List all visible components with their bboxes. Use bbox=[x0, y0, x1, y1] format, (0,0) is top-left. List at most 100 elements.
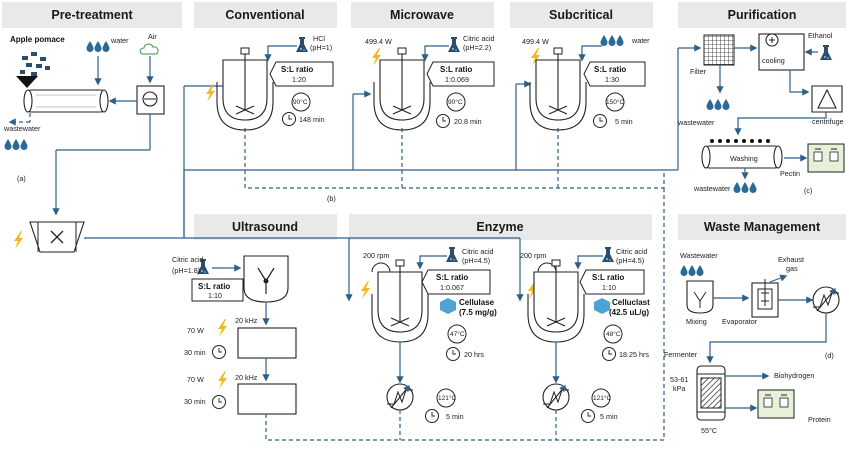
svg-text:70 W: 70 W bbox=[187, 375, 204, 384]
sonication-unit-1 bbox=[237, 327, 297, 359]
apple-pomace-icon bbox=[16, 52, 50, 88]
pectin-product-icon bbox=[807, 143, 845, 173]
svg-text:S:L ratio: S:L ratio bbox=[281, 65, 313, 74]
svg-text:(pH=2.2): (pH=2.2) bbox=[463, 43, 491, 52]
temperature-gauge bbox=[447, 324, 467, 344]
svg-text:Evaporator: Evaporator bbox=[722, 317, 758, 326]
centrifuge bbox=[811, 85, 843, 113]
svg-text:HCl: HCl bbox=[313, 34, 325, 43]
air-blower bbox=[136, 85, 165, 115]
svg-text:5 min: 5 min bbox=[600, 412, 618, 421]
svg-text:5 min: 5 min bbox=[446, 412, 464, 421]
clock-icon bbox=[445, 346, 461, 362]
svg-text:(7.5 mg/g): (7.5 mg/g) bbox=[459, 308, 497, 317]
air-cloud-icon bbox=[139, 43, 159, 55]
svg-text:Citric acid: Citric acid bbox=[462, 247, 494, 256]
svg-text:1:0.067: 1:0.067 bbox=[440, 283, 464, 292]
svg-text:Cellulase: Cellulase bbox=[459, 298, 495, 307]
protein-product-icon bbox=[757, 389, 795, 419]
svg-text:150°C: 150°C bbox=[606, 98, 624, 106]
microwave-reactor bbox=[373, 47, 431, 131]
svg-text:centrifuge: centrifuge bbox=[812, 117, 844, 126]
svg-text:S:L ratio: S:L ratio bbox=[594, 65, 626, 74]
sl-ratio-tag: S:L ratio 1:20 bbox=[269, 61, 334, 87]
svg-text:(d): (d) bbox=[825, 351, 834, 360]
svg-text:5 min: 5 min bbox=[615, 117, 633, 126]
svg-text:1:30: 1:30 bbox=[605, 75, 619, 84]
svg-text:1:0.069: 1:0.069 bbox=[445, 75, 469, 84]
svg-text:20 hrs: 20 hrs bbox=[464, 350, 484, 359]
section-header-pretreatment: Pre-treatment bbox=[2, 2, 182, 28]
svg-text:Pre-treatment: Pre-treatment bbox=[51, 8, 133, 22]
purification-section: Filter cooling Ethanol wastewater centri… bbox=[677, 31, 845, 195]
conventional-reactor bbox=[216, 47, 274, 131]
svg-text:Enzyme: Enzyme bbox=[476, 220, 523, 234]
svg-text:Waste Management: Waste Management bbox=[704, 220, 821, 234]
svg-text:Subcritical: Subcritical bbox=[549, 8, 613, 22]
temperature-gauge bbox=[605, 92, 625, 112]
svg-text:Biohydrogen: Biohydrogen bbox=[774, 371, 814, 380]
svg-text:200 rpm: 200 rpm bbox=[363, 251, 389, 260]
svg-text:1:10: 1:10 bbox=[602, 283, 616, 292]
heat-exchanger-1 bbox=[387, 384, 413, 410]
section-header-waste-management: Waste Management bbox=[678, 214, 846, 240]
power-bolt-icon bbox=[206, 84, 215, 102]
fermenter-column bbox=[696, 365, 726, 421]
section-header-purification: Purification bbox=[678, 2, 846, 28]
ultrasound-mixer bbox=[243, 255, 289, 303]
dryer-drum bbox=[23, 89, 109, 113]
enzyme-icon bbox=[440, 298, 456, 314]
washing-drum: Washing bbox=[701, 139, 783, 169]
svg-text:Purification: Purification bbox=[728, 8, 797, 22]
svg-text:30 min: 30 min bbox=[184, 397, 206, 406]
svg-text:(pH=1.8): (pH=1.8) bbox=[172, 266, 200, 275]
svg-text:Wastewater: Wastewater bbox=[680, 251, 718, 260]
svg-text:90°C: 90°C bbox=[293, 98, 308, 106]
temperature-gauge bbox=[291, 92, 311, 112]
temperature-gauge bbox=[446, 92, 466, 112]
svg-text:47°C: 47°C bbox=[450, 330, 465, 338]
svg-text:Ultrasound: Ultrasound bbox=[232, 220, 298, 234]
svg-text:Fermenter: Fermenter bbox=[664, 350, 698, 359]
svg-text:Exhaust: Exhaust bbox=[778, 255, 804, 264]
svg-text:cooling: cooling bbox=[762, 56, 785, 65]
svg-text:Citric acid: Citric acid bbox=[463, 34, 495, 43]
clock-icon bbox=[281, 111, 297, 127]
svg-text:Citric acid: Citric acid bbox=[172, 255, 204, 264]
svg-text:wastewater: wastewater bbox=[677, 118, 715, 127]
svg-text:20.8 min: 20.8 min bbox=[454, 117, 482, 126]
enzyme-reactor-2 bbox=[527, 259, 585, 343]
svg-text:18.25 hrs: 18.25 hrs bbox=[619, 350, 649, 359]
acid-flask-icon bbox=[296, 37, 308, 52]
sl-ratio-tag: S:L ratio 1:0.069 bbox=[426, 61, 495, 87]
svg-text:gas: gas bbox=[786, 264, 798, 273]
power-bolt-icon bbox=[218, 319, 227, 337]
svg-text:1:10: 1:10 bbox=[208, 291, 222, 300]
svg-text:20 kHz: 20 kHz bbox=[235, 316, 258, 325]
microwave-section: 499.4 W Citric acid (pH=2.2) S:L ratio 1… bbox=[365, 34, 495, 131]
sl-ratio-tag: S:L ratio 1:10 bbox=[191, 278, 244, 302]
svg-text:S:L ratio: S:L ratio bbox=[198, 282, 230, 291]
enzyme-reactor-1 bbox=[371, 259, 429, 343]
svg-text:Mixing: Mixing bbox=[686, 317, 707, 326]
clock-icon bbox=[601, 346, 617, 362]
subcritical-section: 499.4 W water S:L ratio 1:30 150°C 5 min bbox=[522, 35, 650, 131]
svg-text:Air: Air bbox=[148, 32, 157, 41]
waste-management-section: Wastewater Mixing Evaporator Exhaust gas… bbox=[664, 251, 839, 435]
clock-icon bbox=[211, 344, 227, 360]
wastewater-drops-icon bbox=[734, 182, 757, 193]
water-drops-icon bbox=[601, 35, 624, 46]
clock-icon bbox=[211, 394, 227, 410]
svg-text:(pH=4.5): (pH=4.5) bbox=[616, 256, 644, 265]
svg-text:Filter: Filter bbox=[690, 67, 707, 76]
svg-text:water: water bbox=[631, 36, 650, 45]
filter-unit bbox=[703, 34, 735, 66]
pretreatment-section: Apple pomace water Air w bbox=[3, 32, 165, 253]
temperature-gauge bbox=[436, 388, 456, 408]
svg-text:(b): (b) bbox=[327, 194, 336, 203]
sonication-unit-2 bbox=[237, 383, 297, 415]
wastewater-drops-icon bbox=[5, 139, 28, 150]
heat-exchanger-2 bbox=[543, 384, 569, 410]
svg-text:wastewater: wastewater bbox=[3, 124, 41, 133]
